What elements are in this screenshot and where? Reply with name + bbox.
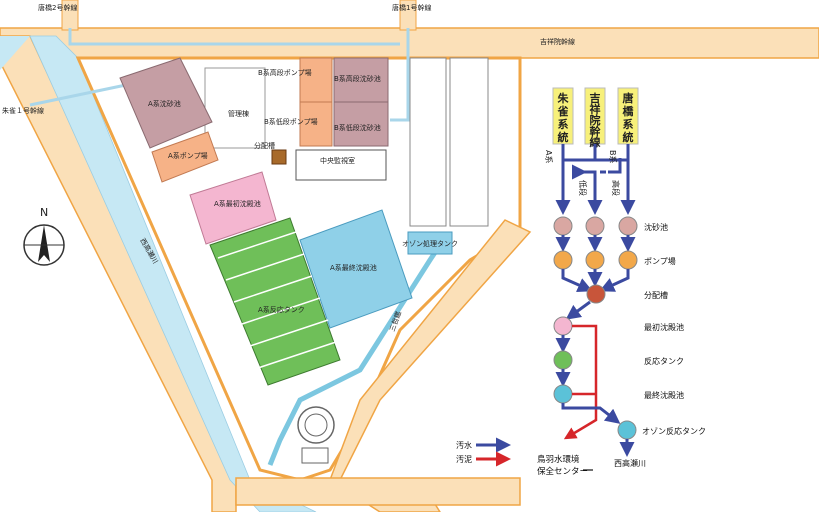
source-label-1: 吉祥院幹線 — [590, 91, 601, 149]
round-tank-inner — [304, 413, 328, 437]
treated-pipe — [267, 243, 443, 466]
nishitakase-river-band — [0, 36, 30, 70]
stage-label-primary: 最初沈殿池 — [644, 322, 684, 332]
branch-b-label: B系 — [608, 150, 618, 164]
label-a-primary: A系最初沈殿池 — [214, 199, 261, 208]
flow-node-distribution — [586, 284, 606, 304]
reaction-lanes — [217, 231, 337, 369]
road-label-karahashi1: 唐橋1号幹線 — [392, 3, 431, 12]
high-stage-label: 高段 — [611, 180, 621, 196]
stage-label-grit: 沈砂池 — [644, 222, 668, 232]
bottom-road — [235, 477, 521, 506]
stage-label-distribution: 分配槽 — [644, 290, 668, 300]
label-distribution: 分配槽 — [254, 141, 275, 150]
ozone-tank — [407, 231, 453, 255]
small-building — [301, 447, 329, 464]
label-a-reaction: A系反応タンク — [258, 305, 305, 314]
flow-node-grit-a — [553, 216, 573, 236]
flow-node-grit-b-low — [585, 216, 605, 236]
b-low-pump-station — [299, 101, 333, 147]
control-room — [295, 149, 387, 181]
label-b-high-grit: B系高段沈砂池 — [334, 74, 381, 83]
branch-a-label: A系 — [544, 150, 554, 163]
label-b-high-pump: B系高段ポンプ場 — [258, 68, 312, 77]
road-label-suzaku1: 朱雀１号幹線 — [2, 106, 44, 115]
label-b-low-pump: B系低段ポンプ場 — [264, 117, 318, 126]
stage-label-final: 最終沈殿池 — [644, 390, 684, 400]
tank-block-2 — [449, 57, 489, 227]
label-a-final: A系最終沈殿池 — [330, 263, 377, 272]
flow-node-grit-b-high — [618, 216, 638, 236]
flow-node-primary — [553, 316, 573, 336]
b-low-grit-chamber — [333, 101, 389, 147]
stage-label-ozone: オゾン反応タンク — [642, 426, 706, 436]
label-b-low-grit: B系低段沈砂池 — [334, 123, 381, 132]
distribution-tank — [271, 149, 287, 165]
b-high-grit-chamber — [333, 57, 389, 103]
legend-sewage-label: 汚水 — [456, 440, 472, 450]
tank-block-1 — [409, 57, 447, 227]
compass-label: N — [40, 206, 48, 219]
b-high-pump-station — [299, 57, 333, 103]
admin-building — [204, 67, 266, 149]
stage-label-pump: ポンプ場 — [644, 256, 676, 266]
karahashi2-pipe — [68, 28, 400, 46]
flow-diagram: 朱雀系統 吉祥院幹線 唐橋系統 A系 B系 低段 高段 沈砂池 ポンプ場 分配槽 — [456, 87, 706, 477]
label-a-pump: A系ポンプ場 — [168, 151, 208, 160]
label-ozone: オゾン処理タンク — [402, 239, 458, 248]
source-label-0: 朱雀系統 — [557, 91, 570, 144]
road-label-karahashi2: 唐橋2号幹線 — [38, 3, 77, 12]
a-grit-chamber — [119, 57, 213, 149]
flow-node-pump-a — [553, 250, 573, 270]
sludge-dest-line1: 鳥羽水環境 — [537, 454, 580, 465]
a-primary-sedimentation — [189, 171, 277, 245]
sludge-dest-line2: 保全センター — [537, 466, 588, 477]
karahashi1-pipe — [390, 28, 410, 122]
flow-node-final — [553, 384, 573, 404]
low-stage-label: 低段 — [578, 180, 588, 196]
label-admin: 管理棟 — [228, 109, 249, 118]
source-label-2: 唐橋系統 — [623, 91, 635, 144]
label-a-grit: A系沈砂池 — [148, 99, 181, 108]
flow-node-pump-b-low — [585, 250, 605, 270]
road-label-kisshoin: 吉祥院幹線 — [540, 37, 575, 46]
flow-node-reaction — [553, 350, 573, 370]
a-pump-station — [151, 131, 219, 183]
compass-needle — [38, 225, 50, 262]
legend-sludge-label: 汚泥 — [456, 454, 472, 464]
stage-label-reaction: 反応タンク — [644, 356, 684, 366]
a-reaction-tank — [209, 217, 341, 386]
flow-node-ozone — [617, 420, 637, 440]
flow-node-pump-b-high — [618, 250, 638, 270]
outlet-label: 西高瀬川 — [614, 458, 646, 468]
label-control: 中央監視室 — [320, 156, 355, 165]
